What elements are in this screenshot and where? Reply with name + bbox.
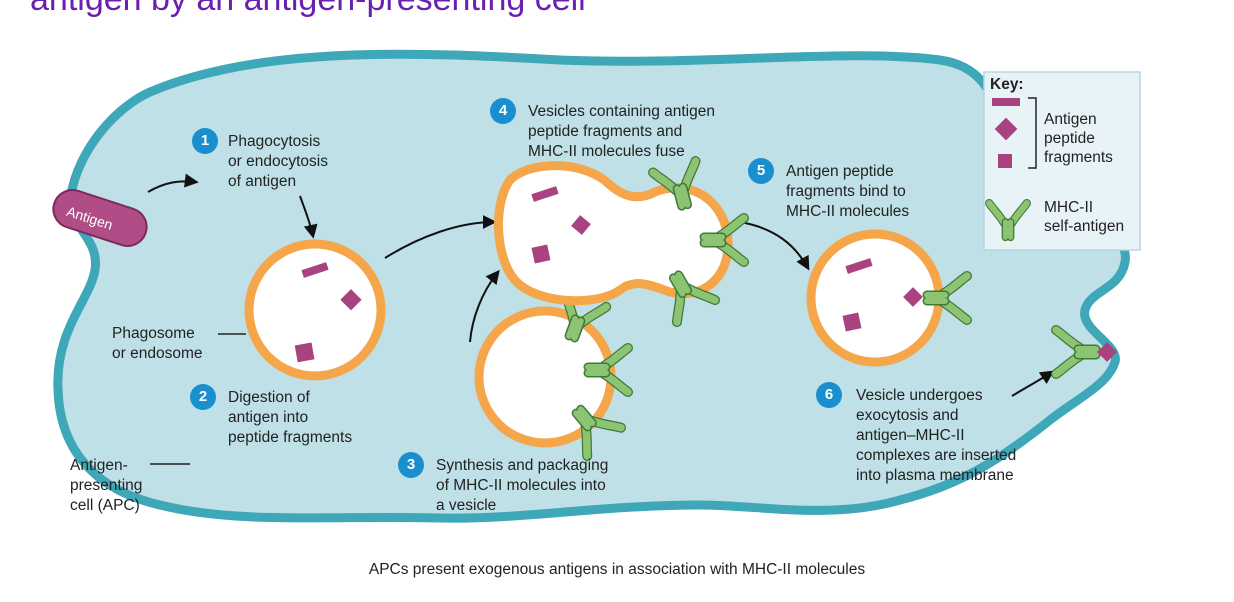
- phagosome-vesicle: [244, 239, 386, 381]
- step-label-3: Synthesis and packaging of MHC-II molecu…: [436, 457, 609, 514]
- peptide-fragment: [301, 262, 329, 278]
- step-badge-6: 6: [816, 382, 842, 408]
- arrow-to-phagosome: [299, 195, 318, 239]
- peptide-fragment: [531, 244, 551, 264]
- page-title: antigen by an antigen-presenting cell: [30, 0, 586, 19]
- step-label-1: Phagocytosis or endocytosis of antigen: [228, 133, 328, 190]
- key-bracket: [1028, 97, 1037, 169]
- peptide-fragment: [1097, 342, 1117, 362]
- step-label-4: Vesicles containing antigen peptide frag…: [528, 103, 715, 160]
- step-badge-3: 3: [398, 452, 424, 478]
- peptide-fragment: [903, 287, 923, 307]
- arrow-uptake: [147, 173, 199, 193]
- step-label-6: Vesicle undergoes exocytosis and antigen…: [856, 387, 1017, 484]
- arrow-from-mhc-vesicle: [469, 269, 500, 343]
- antigen-particle: [52, 189, 148, 247]
- peptide-fragment: [571, 215, 591, 235]
- step-badge-1: 1: [192, 128, 218, 154]
- step-label-5: Antigen peptide fragments bind to MHC-II…: [786, 163, 910, 220]
- step-label-2: Digestion of antigen into peptide fragme…: [228, 389, 353, 446]
- key-title: Key:: [990, 76, 1024, 93]
- fused-vesicle: [494, 161, 733, 306]
- key-peptide-label: Antigen peptide fragments: [1044, 111, 1113, 166]
- arrow-to-fusion: [384, 215, 497, 259]
- peptide-fragment: [340, 289, 362, 311]
- step-badge-4: 4: [490, 98, 516, 124]
- key-mhc-label: MHC-II self-antigen: [1044, 199, 1125, 235]
- step-badge-2: 2: [190, 384, 216, 410]
- step-badge-5: 5: [748, 158, 774, 184]
- apc-label: Antigen- presenting cell (APC): [70, 457, 143, 514]
- peptide-fragment: [531, 186, 559, 202]
- arrow-to-membrane: [1011, 370, 1055, 397]
- peptide-fragment: [845, 258, 873, 274]
- phagosome-label: Phagosome or endosome: [112, 325, 203, 362]
- key-peptide-bar: [992, 98, 1020, 106]
- key-peptide-square: [998, 154, 1012, 168]
- arrow-to-binding: [739, 221, 810, 271]
- peptide-fragment: [294, 342, 315, 363]
- peptide-fragment: [842, 312, 862, 332]
- figure-caption: APCs present exogenous antigens in assoc…: [368, 561, 866, 578]
